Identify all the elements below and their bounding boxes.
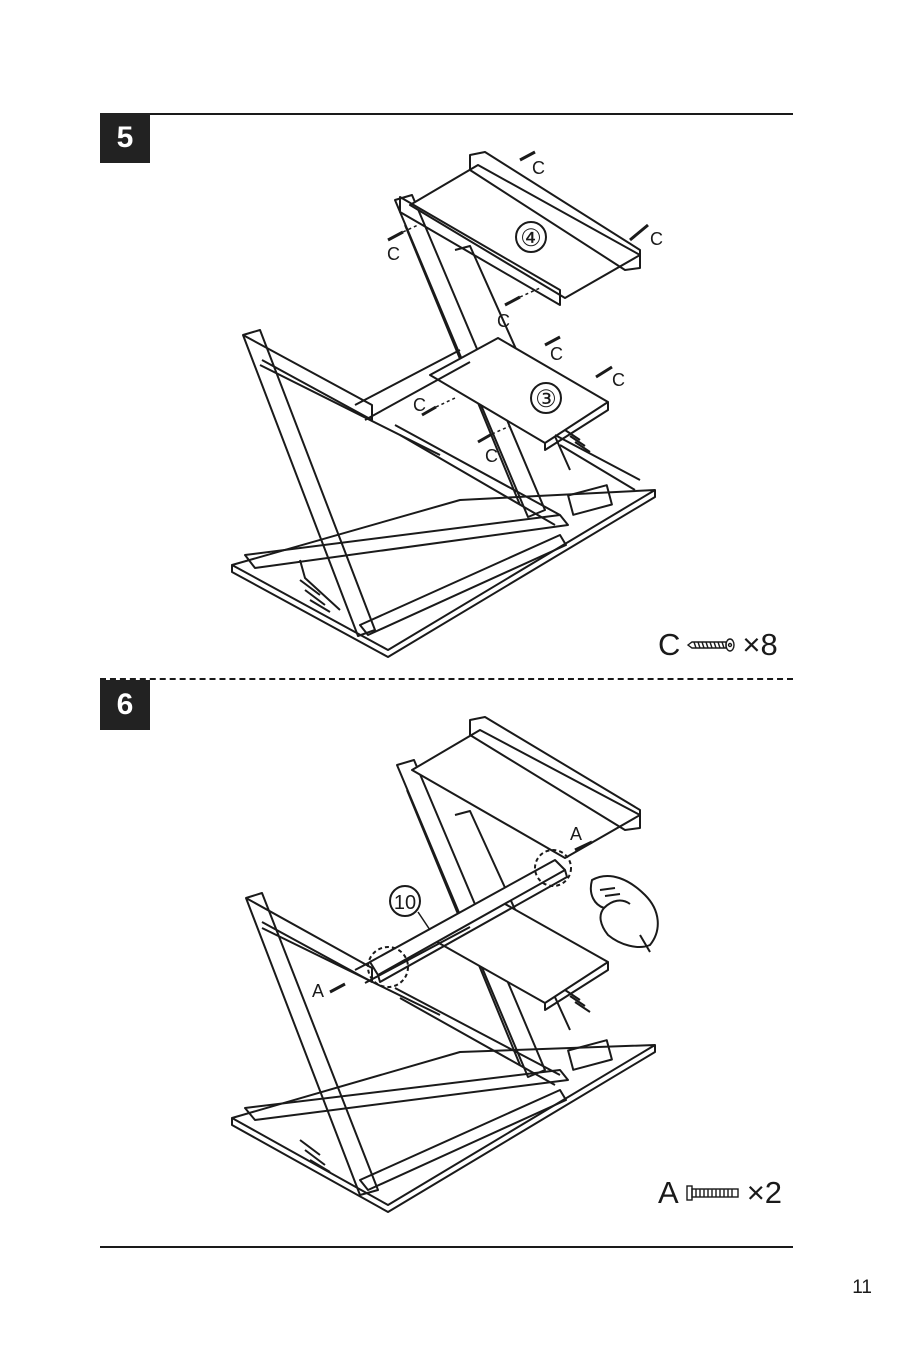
hand-icon (591, 876, 658, 952)
step-5-hardware: C ×8 (658, 627, 778, 663)
step-6-hardware: A ×2 (658, 1175, 782, 1211)
hardware-letter: A (658, 1175, 679, 1211)
step-6-illustration: 10 A A (0, 0, 914, 1240)
screw-icon (686, 637, 736, 653)
bar-10-label: 10 (394, 892, 416, 914)
hardware-quantity: ×2 (747, 1175, 782, 1211)
bolt-icon (685, 1184, 741, 1202)
page-number: 11 (852, 1277, 872, 1299)
bottom-rule (100, 1246, 793, 1248)
hardware-quantity: ×8 (742, 627, 777, 663)
hardware-letter: C (658, 627, 680, 663)
bolt-a-callout: A (312, 981, 324, 1001)
bolt-a-callout: A (570, 824, 582, 844)
